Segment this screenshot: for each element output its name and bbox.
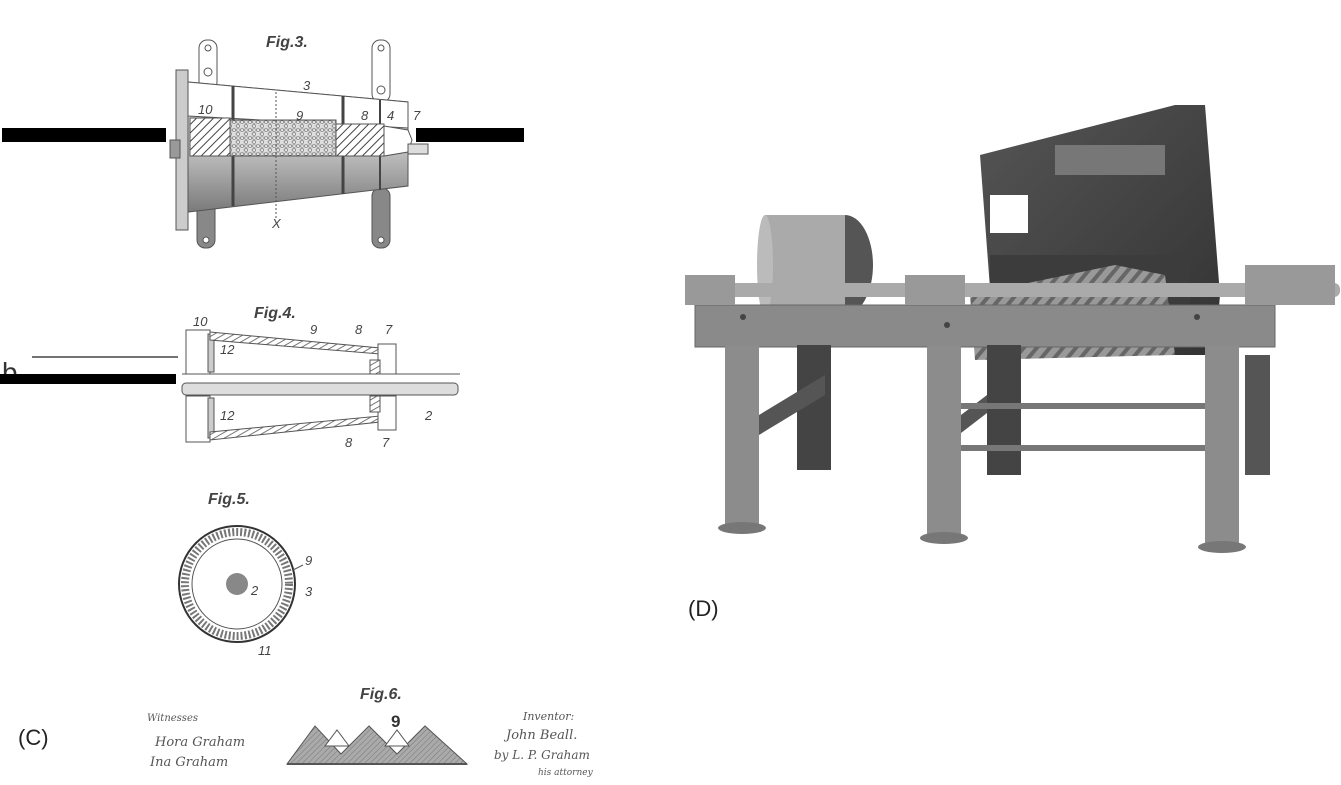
fig4-label-12-bottom: 12 bbox=[220, 408, 235, 423]
attorney-role: his attorney bbox=[538, 768, 593, 778]
fig3-right-bar bbox=[416, 128, 524, 142]
fig5-title: Fig.5. bbox=[208, 491, 250, 508]
fig5-drawing bbox=[178, 525, 304, 643]
witness-2: Ina Graham bbox=[150, 755, 229, 770]
inventor-heading: Inventor: bbox=[523, 710, 575, 723]
fig3-label-3: 3 bbox=[303, 78, 311, 93]
witness-1: Hora Graham bbox=[155, 735, 246, 750]
fig4-label-2: 2 bbox=[425, 408, 433, 423]
fig4-label-7-top: 7 bbox=[385, 322, 393, 337]
fig5-label-3: 3 bbox=[305, 584, 313, 599]
fig4-label-12-top: 12 bbox=[220, 342, 235, 357]
fig5-label-11: 11 bbox=[258, 643, 272, 658]
fig4-label-7-bottom: 7 bbox=[382, 435, 390, 450]
fig5-label-2: 2 bbox=[251, 583, 259, 598]
fig4-label-10: 10 bbox=[193, 314, 208, 329]
fig3-drawing bbox=[169, 39, 429, 249]
fig3-title: Fig.3. bbox=[266, 34, 308, 51]
fig3-label-10: 10 bbox=[198, 102, 213, 117]
fig3-label-7: 7 bbox=[413, 108, 421, 123]
fig6-drawing bbox=[286, 725, 469, 765]
panel-label-d: (D) bbox=[688, 596, 719, 621]
fig6-title: Fig.6. bbox=[360, 686, 402, 703]
panel-label-c: (C) bbox=[18, 725, 49, 750]
attorney-line: by L. P. Graham bbox=[494, 748, 590, 762]
fig3-label-9: 9 bbox=[296, 108, 304, 123]
fig4-label-8-bottom: 8 bbox=[345, 435, 353, 450]
fig3-label-8: 8 bbox=[361, 108, 369, 123]
fig4-drawing: b bbox=[0, 329, 460, 443]
inventor-name: John Beall. bbox=[506, 728, 578, 743]
machine-photo bbox=[685, 105, 1340, 553]
fig4-title: Fig.4. bbox=[254, 305, 296, 322]
fig4-label-8-top: 8 bbox=[355, 322, 363, 337]
fig5-label-9: 9 bbox=[305, 553, 313, 568]
fig3-label-4: 4 bbox=[387, 108, 395, 123]
fig4-label-9: 9 bbox=[310, 322, 318, 337]
fig3-label-x: X bbox=[272, 216, 281, 231]
witnesses-heading: Witnesses bbox=[147, 713, 198, 724]
fig3-left-bar bbox=[2, 128, 166, 142]
fig6-label-9: 9 bbox=[391, 712, 401, 731]
